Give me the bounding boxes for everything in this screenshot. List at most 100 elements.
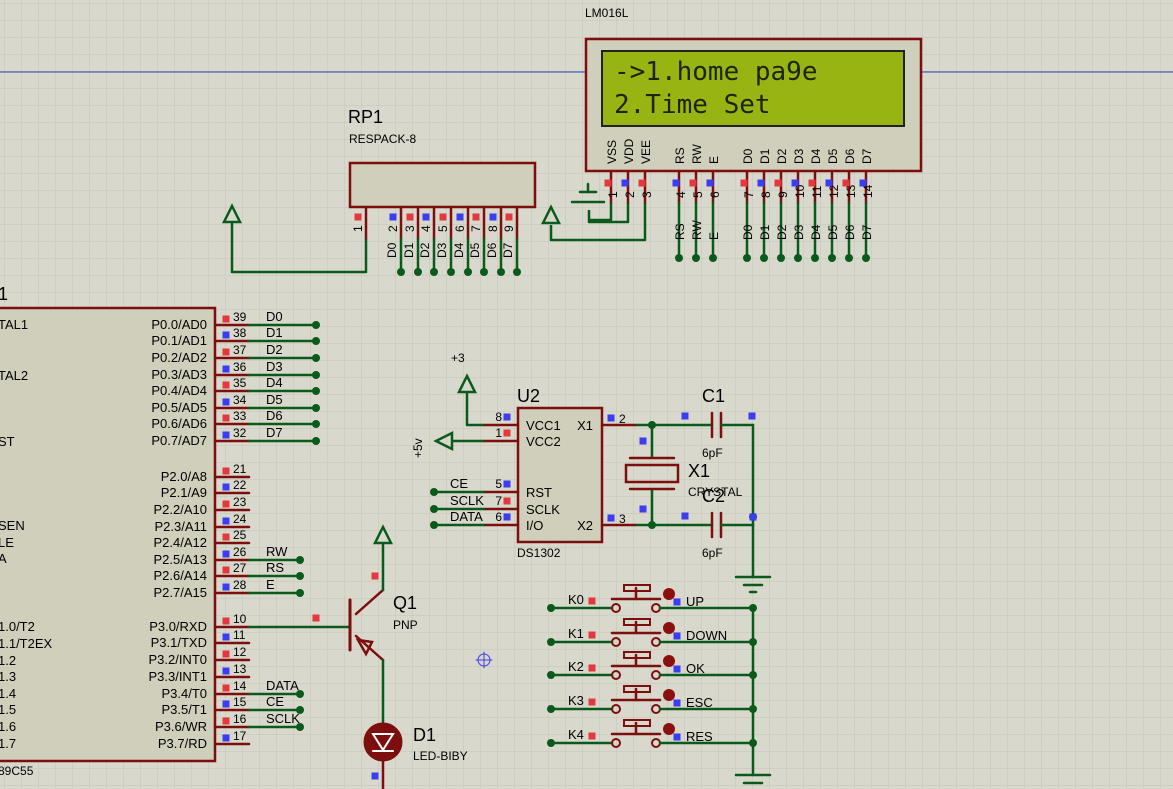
- mcu-pin-number: 27: [233, 561, 247, 575]
- rp1-pin-number: 5: [436, 225, 450, 232]
- c1-marker: [748, 412, 756, 420]
- button-marker: [673, 632, 681, 640]
- mcu-pin-marker: [222, 331, 230, 339]
- rp1-pin-marker: [472, 213, 480, 221]
- button-net-dot: [547, 739, 555, 747]
- mcu-right-pin-label: P3.7/RD: [158, 736, 207, 751]
- vcc2-arrow: [433, 430, 454, 452]
- mcu-net-dot: [312, 387, 320, 395]
- u2-pin-name: X1: [577, 418, 593, 433]
- u2-pin-name: VCC2: [526, 434, 561, 449]
- rp1-pin-name: D7: [501, 242, 515, 258]
- lcd-pin-number: 13: [844, 184, 858, 198]
- mcu-pin-number: 37: [233, 343, 247, 357]
- rp1-pin-number: 3: [403, 225, 417, 232]
- rp1-pin-number: 8: [486, 225, 500, 232]
- q1-power-arrow: [372, 524, 394, 545]
- rp1-net-dot: [397, 268, 405, 276]
- button-net-label: K3: [568, 693, 584, 708]
- rp1-power-arrow: [221, 203, 243, 224]
- mcu-net-label: D7: [266, 425, 283, 440]
- mcu-left-pin-label: 1.1/T2EX: [0, 636, 53, 651]
- mcu-net-label: D4: [266, 375, 283, 390]
- lcd-net-label: D3: [792, 224, 806, 240]
- lcd-pin-number: 8: [759, 191, 773, 198]
- mcu-pin-marker: [222, 483, 230, 491]
- rp1-pin-marker: [489, 213, 497, 221]
- mcu-left-pin-label: SEN: [0, 518, 25, 533]
- mcu-right-pin-label: P2.2/A10: [154, 502, 208, 517]
- c1-ref: C1: [702, 386, 725, 406]
- u2-pin-name: SCLK: [526, 502, 560, 517]
- rp1-pin-name: D3: [435, 242, 449, 258]
- lcd-pin-marker: [791, 179, 799, 187]
- mcu-pin-marker: [222, 398, 230, 406]
- mcu-ref: 1: [0, 284, 8, 304]
- mcu-left-pin-label: 1.7: [0, 736, 16, 751]
- q1-model: PNP: [393, 618, 418, 632]
- rp1-net-dot: [414, 268, 422, 276]
- rp1-ref: RP1: [348, 107, 383, 127]
- lcd-pin-marker: [774, 179, 782, 187]
- x1-ref: X1: [688, 461, 710, 481]
- mcu-left-pin-label: ST: [0, 434, 15, 449]
- u2-pin-marker: [503, 497, 511, 505]
- button-label: RES: [686, 729, 713, 744]
- button-contact: [611, 670, 621, 680]
- mcu-right-pin-label: P0.1/AD1: [151, 333, 207, 348]
- mcu-pin-number: 34: [233, 393, 247, 407]
- d1-body: [363, 722, 403, 762]
- mcu-right-pin-label: P0.3/AD3: [151, 367, 207, 382]
- lcd-net-dot: [862, 254, 870, 262]
- mcu-right-pin-label: P0.0/AD0: [151, 317, 207, 332]
- mcu-net-dot: [296, 589, 304, 597]
- u2-pin-marker: [607, 414, 615, 422]
- lcd-pin-number: 5: [691, 191, 705, 198]
- lcd-pin-marker: [604, 179, 612, 187]
- button-indicator: [663, 588, 675, 600]
- rp1-net-dot: [447, 268, 455, 276]
- rp1-pin-name: D5: [468, 242, 482, 258]
- button-cap: [623, 618, 651, 626]
- lcd-pin-name: RS: [673, 147, 687, 164]
- rp1-pin-marker: [354, 213, 362, 221]
- c2-marker: [681, 512, 689, 520]
- mcu-net-dot: [312, 354, 320, 362]
- lcd-pin-number: 4: [674, 191, 688, 198]
- mcu-net-dot: [312, 420, 320, 428]
- rp1-pin-name: D2: [418, 242, 432, 258]
- mcu-net-label: D2: [266, 342, 283, 357]
- u2-net-label: CE: [450, 476, 468, 491]
- mcu-pin-number: 12: [233, 645, 247, 659]
- mcu-pin-number: 10: [233, 612, 247, 626]
- button-marker: [673, 699, 681, 707]
- lcd-pin-marker: [825, 179, 833, 187]
- mcu-right-pin-label: P2.1/A9: [161, 485, 207, 500]
- button-indicator: [663, 622, 675, 634]
- mcu-pin-marker: [222, 550, 230, 558]
- mcu-pin-number: 26: [233, 545, 247, 559]
- lcd-pin-name: D5: [826, 148, 840, 164]
- button-contact: [611, 704, 621, 714]
- lcd-pin-number: 2: [623, 191, 637, 198]
- mcu-right-pin-label: P3.5/T1: [161, 702, 207, 717]
- mcu-right-pin-label: P3.2/INT0: [148, 652, 207, 667]
- mcu-pin-number: 15: [233, 695, 247, 709]
- mcu-pin-number: 28: [233, 578, 247, 592]
- mcu-right-pin-label: P2.3/A11: [154, 519, 207, 534]
- lcd-pin-number: 10: [793, 184, 807, 198]
- mcu-pin-marker: [222, 684, 230, 692]
- lcd-pin-name: D3: [792, 148, 806, 164]
- u2-pin-name: RST: [526, 485, 552, 500]
- mcu-pin-number: 36: [233, 360, 247, 374]
- button-marker: [673, 598, 681, 606]
- lcd-net-dot: [692, 254, 700, 262]
- mcu-net-label: CE: [266, 694, 284, 709]
- mcu-net-label: D5: [266, 392, 283, 407]
- lcd-pin-marker: [757, 179, 765, 187]
- lcd-pin-marker: [706, 179, 714, 187]
- rp1-pin-name: D1: [402, 242, 416, 258]
- button-contact: [611, 637, 621, 647]
- mcu-net-dot: [312, 371, 320, 379]
